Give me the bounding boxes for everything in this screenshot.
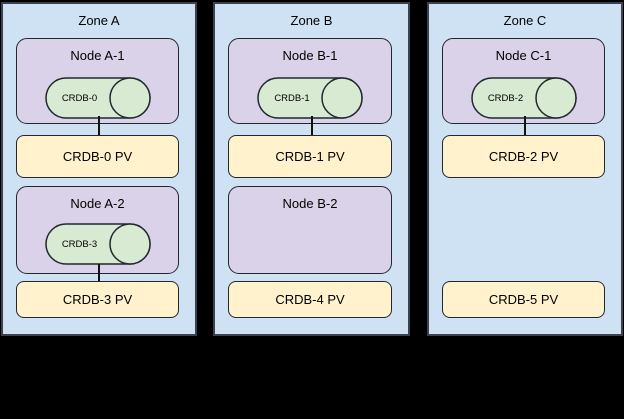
zone-b-title: Zone B [290,13,333,28]
zone-c-title: Zone C [503,13,547,28]
crdb-0-cylinder: CRDB-0 [44,77,151,119]
connector-line [98,116,100,135]
pv-crdb-0-label: CRDB-0 PV [62,149,133,164]
zone-a: Zone A Node A-1 CRDB-0 CRDB-0 PV Node A-… [1,2,197,336]
pv-crdb-1: CRDB-1 PV [228,135,392,178]
node-a1: Node A-1 CRDB-0 [16,38,179,124]
pv-crdb-5-label: CRDB-5 PV [488,292,559,307]
node-c1-title: Node C-1 [495,48,552,63]
pv-crdb-4: CRDB-4 PV [228,281,392,318]
pv-crdb-2: CRDB-2 PV [442,135,605,178]
database-cylinder-icon [257,77,363,119]
node-a1-title: Node A-1 [70,48,125,63]
pv-crdb-3-label: CRDB-3 PV [62,292,133,307]
database-cylinder-icon [470,77,577,119]
crdb-3-label: CRDB-3 [61,238,98,250]
zone-b: Zone B Node B-1 CRDB-1 CRDB-1 PV Node B-… [213,2,410,336]
pv-crdb-3: CRDB-3 PV [16,281,179,318]
crdb-2-label: CRDB-2 [487,92,524,104]
node-b2: Node B-2 [228,186,392,274]
node-b1-title: Node B-1 [282,48,338,63]
pv-crdb-2-label: CRDB-2 PV [488,149,559,164]
connector-line [310,116,313,135]
pv-crdb-5: CRDB-5 PV [442,281,605,318]
zone-c: Zone C Node C-1 CRDB-2 CRDB-2 PV CRDB-5 … [427,2,623,336]
database-cylinder-icon [44,223,151,265]
connector-line [98,264,100,281]
crdb-3-cylinder: CRDB-3 [44,223,151,265]
pv-crdb-0: CRDB-0 PV [16,135,179,178]
node-a2: Node A-2 CRDB-3 [16,186,179,274]
node-c1: Node C-1 CRDB-2 [442,38,605,124]
database-cylinder-icon [44,77,151,119]
crdb-1-cylinder: CRDB-1 [257,77,363,119]
node-b1: Node B-1 CRDB-1 [228,38,392,124]
crdb-2-cylinder: CRDB-2 [470,77,577,119]
node-b2-title: Node B-2 [282,196,338,211]
connector-line [524,116,526,135]
pv-crdb-4-label: CRDB-4 PV [275,292,345,307]
crdb-1-label: CRDB-1 [274,92,310,104]
pv-crdb-1-label: CRDB-1 PV [275,149,345,164]
zone-a-title: Zone A [78,13,120,28]
node-a2-title: Node A-2 [70,196,125,211]
crdb-0-label: CRDB-0 [61,92,98,104]
